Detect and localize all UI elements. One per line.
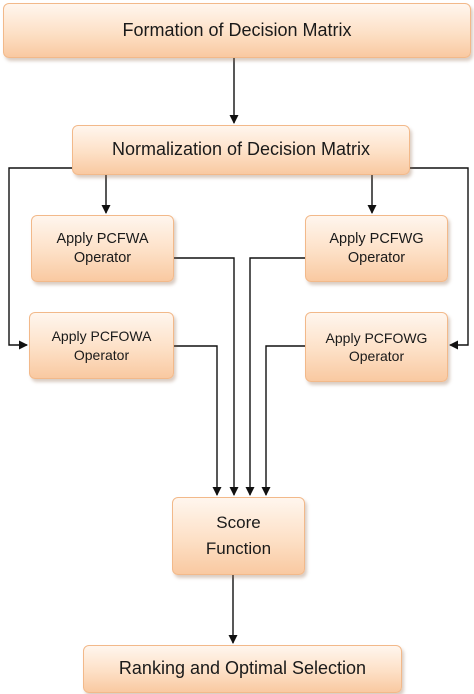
node-label: Score Function — [205, 512, 272, 558]
node-label: Apply PCFOWG Operator — [325, 329, 428, 364]
node-label: Formation of Decision Matrix — [122, 19, 352, 40]
node-score-function: Score Function — [172, 497, 305, 575]
node-label: Apply PCFWA Operator — [56, 230, 149, 266]
arrow-pcfowg-to-score — [261, 345, 305, 496]
arrow-pcfwg-to-score — [245, 257, 305, 496]
arrow-pcfowa-to-score — [174, 345, 222, 496]
node-ranking-and-optimal-selection: Ranking and Optimal Selection — [83, 645, 402, 693]
node-normalization-of-decision-matrix: Normalization of Decision Matrix — [72, 125, 410, 175]
node-formation-of-decision-matrix: Formation of Decision Matrix — [3, 3, 471, 58]
node-label: Apply PCFOWA Operator — [51, 328, 152, 363]
node-apply-pcfwa-operator: Apply PCFWA Operator — [31, 215, 174, 282]
node-label: Apply PCFWG Operator — [329, 230, 424, 266]
arrow-normalization-to-pcfowa — [8, 167, 72, 350]
node-label: Ranking and Optimal Selection — [118, 658, 367, 679]
arrow-normalization-to-pcfowg — [410, 167, 469, 350]
node-apply-pcfowg-operator: Apply PCFOWG Operator — [305, 312, 448, 382]
node-apply-pcfowa-operator: Apply PCFOWA Operator — [29, 312, 174, 379]
node-label: Normalization of Decision Matrix — [111, 139, 371, 160]
arrow-pcfwa-to-score — [174, 257, 239, 496]
node-apply-pcfwg-operator: Apply PCFWG Operator — [305, 215, 448, 282]
